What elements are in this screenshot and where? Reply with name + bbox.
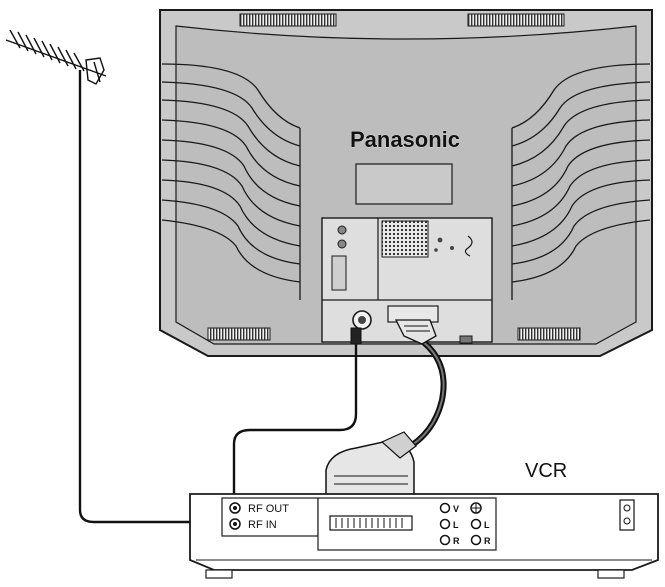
vcr-scart-socket xyxy=(329,515,413,531)
scart-plug-vcr xyxy=(325,431,417,497)
rf-coax-cable xyxy=(232,342,358,506)
right-ribbing xyxy=(511,63,651,300)
vcr-unit: VCR RF OUT RF IN V L R xyxy=(189,460,659,579)
tv-speaker-grille xyxy=(381,220,429,258)
av-jack-label-r-2: R xyxy=(484,536,491,546)
antenna xyxy=(5,29,107,85)
av-jack-label-v: V xyxy=(453,504,459,514)
left-ribbing xyxy=(161,63,301,300)
rf-in-label: RF IN xyxy=(248,519,277,531)
antenna-cable xyxy=(78,70,232,524)
scart-plug-tv xyxy=(394,319,437,345)
bottom-vent-right xyxy=(517,327,581,341)
tv-brand-logo: Panasonic xyxy=(350,127,460,152)
vcr-right-panel xyxy=(619,499,635,531)
top-vent-right xyxy=(467,13,565,27)
tv-rear: Panasonic xyxy=(159,9,653,357)
top-vent-left xyxy=(239,13,337,27)
bottom-vent-left xyxy=(207,327,271,341)
rf-out-label: RF OUT xyxy=(248,503,289,515)
av-jack-label-r: R xyxy=(453,536,460,546)
av-jack-label-l-2: L xyxy=(484,520,490,530)
vcr-title: VCR xyxy=(525,460,567,482)
av-jack-label-l: L xyxy=(453,520,459,530)
rating-label-plate xyxy=(355,163,453,205)
